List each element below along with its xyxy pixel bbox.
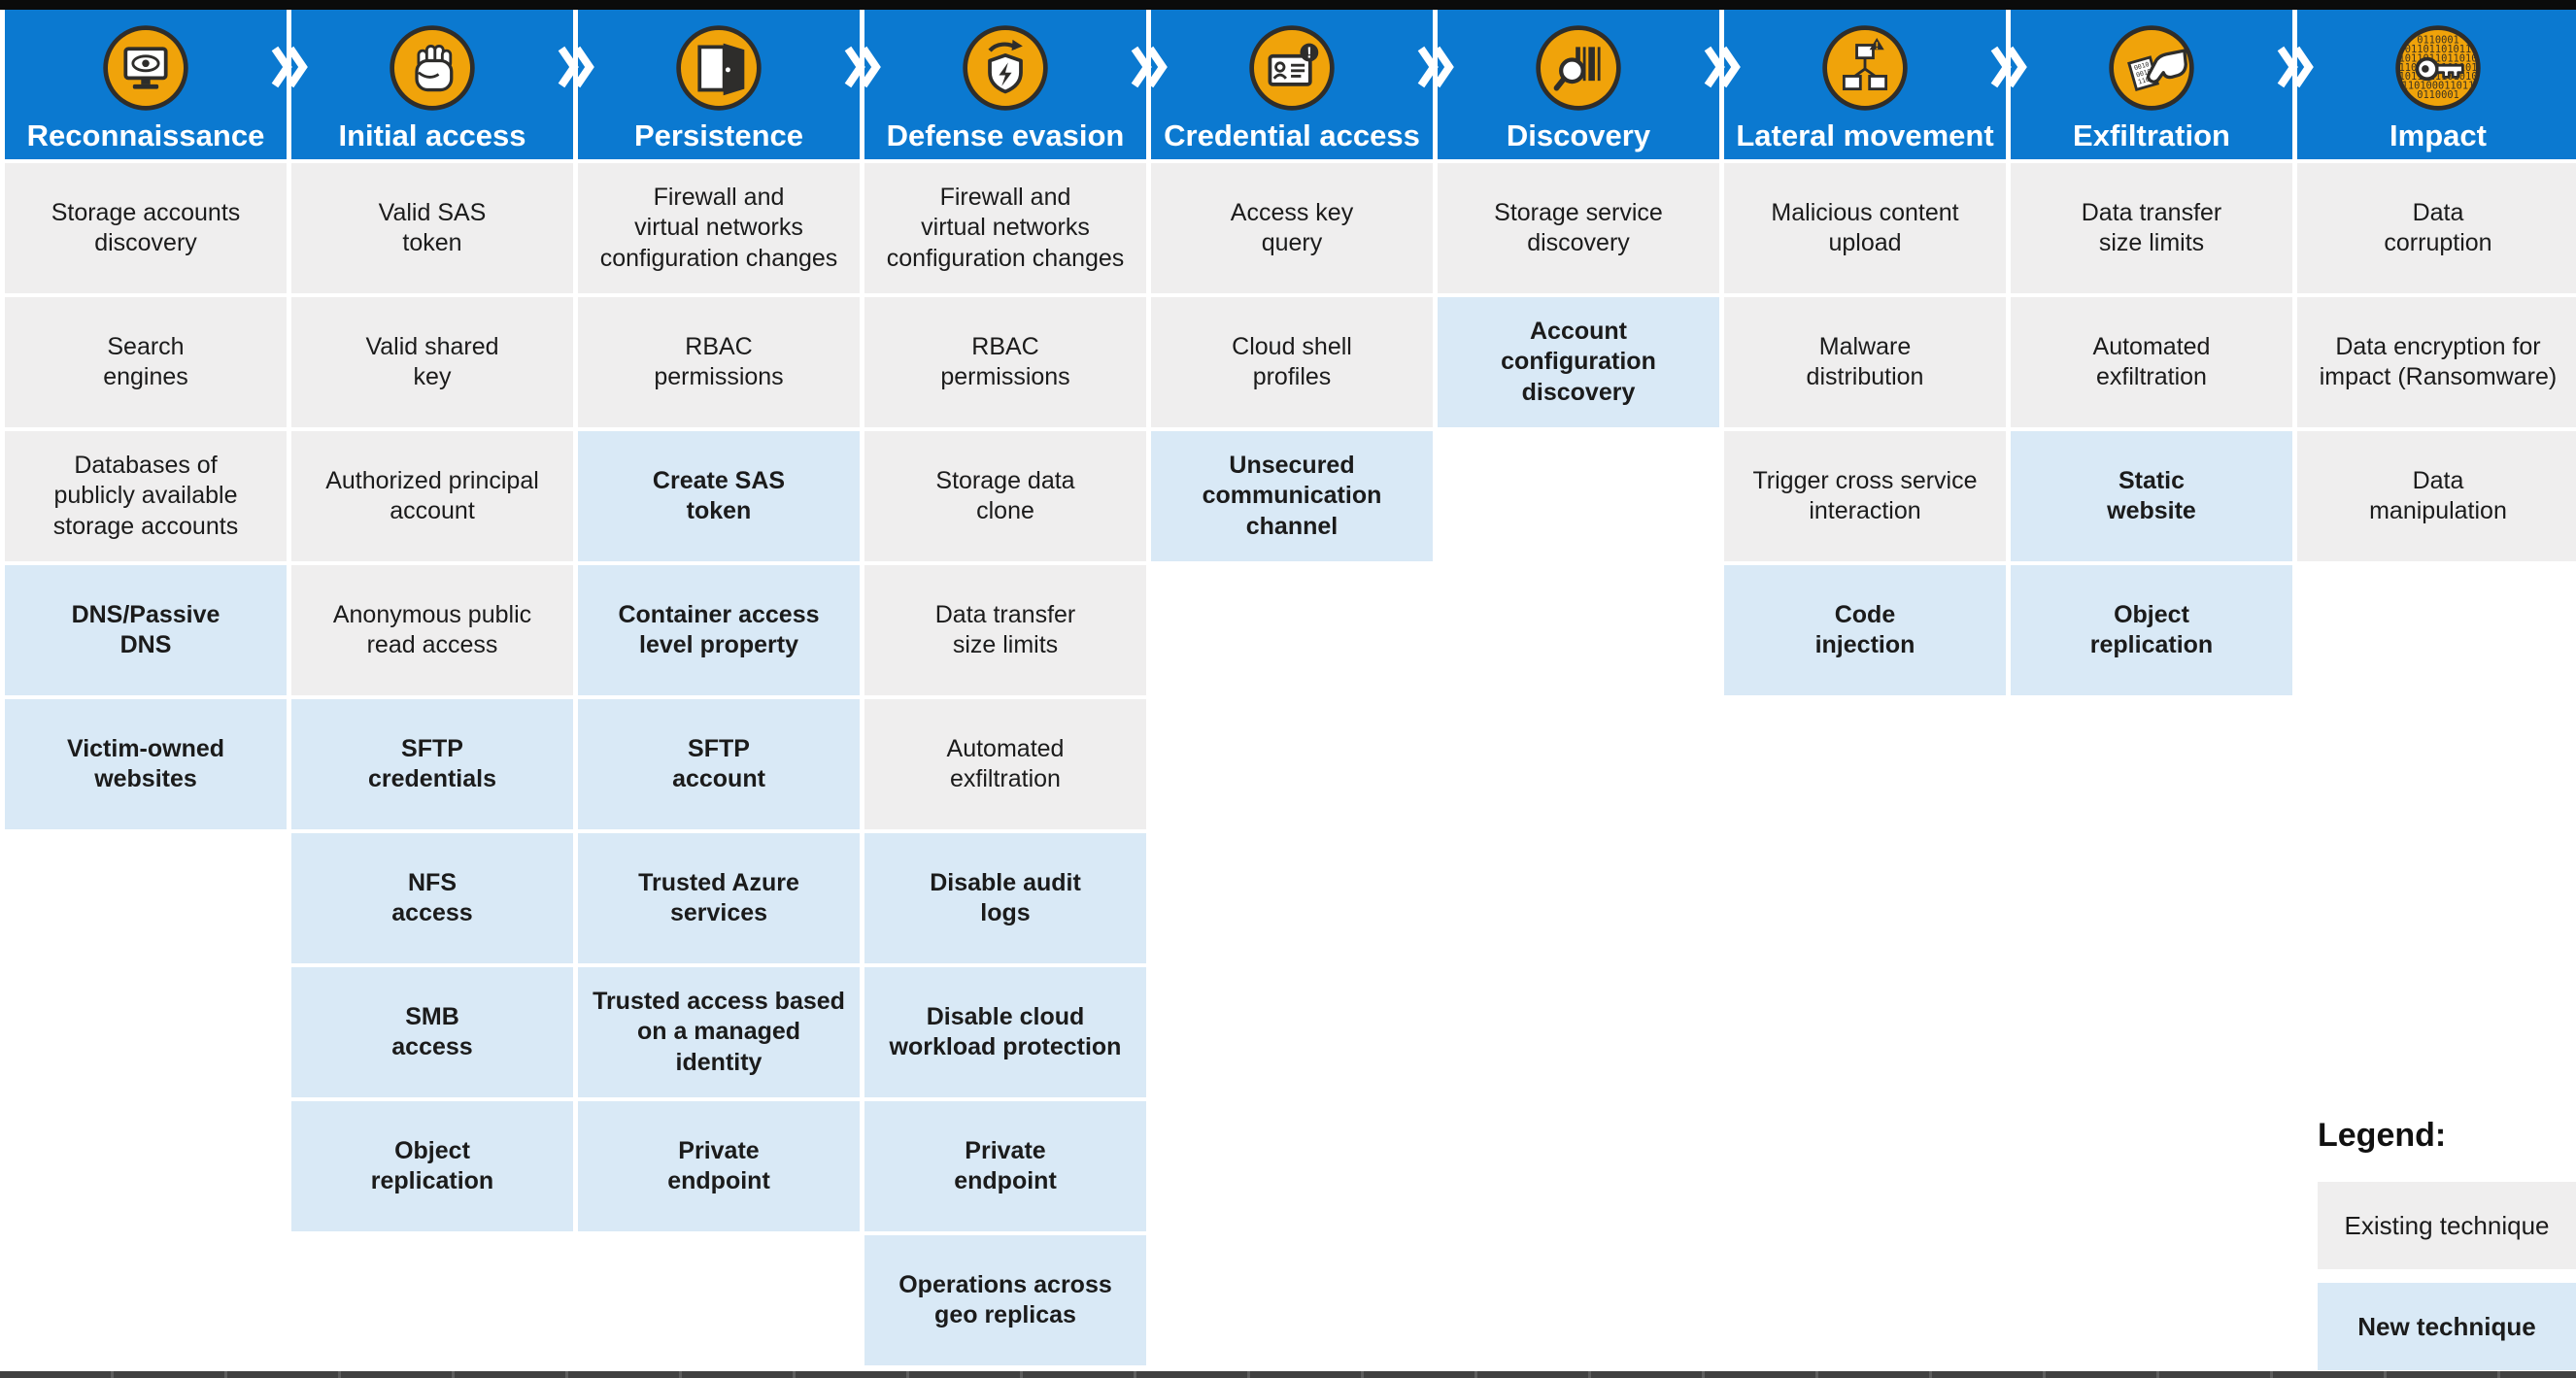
chevron-right-icon [1990, 45, 2027, 89]
tactic-label: Impact [2390, 118, 2487, 152]
technique-cell: Data transfer size limits [864, 565, 1146, 695]
technique-cell: Valid shared key [291, 297, 573, 427]
tactic-label: Persistence [633, 118, 804, 152]
technique-cell: DNS/Passive DNS [5, 565, 287, 695]
shield-refresh-icon [960, 22, 1051, 114]
technique-cell: SMB access [291, 967, 573, 1097]
door-icon [673, 22, 764, 114]
tactic-header-credential-access: ! Credential access [1151, 10, 1433, 159]
bottom-edge-bar [0, 1371, 2576, 1378]
technique-cell: Private endpoint [864, 1101, 1146, 1231]
technique-cell: Anonymous public read access [291, 565, 573, 695]
technique-cell: Authorized principal account [291, 431, 573, 561]
technique-cell: Valid SAS token [291, 163, 573, 293]
technique-cell: Storage data clone [864, 431, 1146, 561]
tactic-label: Credential access [1164, 118, 1420, 152]
technique-cell: Account configuration discovery [1438, 297, 1719, 427]
technique-cell: Trusted access based on a managed identi… [578, 967, 860, 1097]
technique-cell: Code injection [1724, 565, 2006, 695]
legend-existing-technique: Existing technique [2318, 1182, 2576, 1269]
technique-cell: Access key query [1151, 163, 1433, 293]
technique-cell: Static website [2011, 431, 2292, 561]
technique-cell: SFTP account [578, 699, 860, 829]
technique-cell: Malicious content upload [1724, 163, 2006, 293]
legend-new-technique: New technique [2318, 1283, 2576, 1370]
tactic-header-persistence: Persistence [578, 10, 860, 159]
technique-cell: RBAC permissions [578, 297, 860, 427]
technique-cell: Firewall and virtual networks configurat… [578, 163, 860, 293]
technique-cell: Trigger cross service interaction [1724, 431, 2006, 561]
technique-cell: Trusted Azure services [578, 833, 860, 963]
technique-cell: Data encryption for impact (Ransomware) [2297, 297, 2576, 427]
key-binary-icon: 0110001 01101101011 1011011011010 110110… [2392, 22, 2484, 114]
technique-cell: Create SAS token [578, 431, 860, 561]
technique-cell: Disable audit logs [864, 833, 1146, 963]
svg-text:0110001: 0110001 [2417, 35, 2459, 47]
technique-cell: Cloud shell profiles [1151, 297, 1433, 427]
technique-cell: Storage accounts discovery [5, 163, 287, 293]
tactic-header-defense-evasion: Defense evasion [864, 10, 1146, 159]
technique-cell: Container access level property [578, 565, 860, 695]
technique-cell: Unsecured communication channel [1151, 431, 1433, 561]
svg-text:01101101011: 01101101011 [2405, 44, 2471, 55]
technique-cell: Private endpoint [578, 1101, 860, 1231]
tactic-header-reconnaissance: Reconnaissance [5, 10, 287, 159]
chevron-right-icon [1704, 45, 1741, 89]
technique-cell: Automated exfiltration [864, 699, 1146, 829]
technique-cell: Data manipulation [2297, 431, 2576, 561]
id-card-alert-icon: ! [1246, 22, 1338, 114]
chevron-right-icon [1417, 45, 1454, 89]
tactic-label: Reconnaissance [26, 118, 265, 152]
technique-cell: Malware distribution [1724, 297, 2006, 427]
tactic-label: Defense evasion [886, 118, 1125, 152]
top-letterbox-bar [0, 0, 2576, 10]
chevron-right-icon [558, 45, 594, 89]
technique-cell: Operations across geo replicas [864, 1235, 1146, 1365]
barcode-magnifier-icon [1533, 22, 1624, 114]
technique-cell: SFTP credentials [291, 699, 573, 829]
technique-cell: Object replication [291, 1101, 573, 1231]
chevron-right-icon [2277, 45, 2314, 89]
tactic-header-lateral-movement: Lateral movement [1724, 10, 2006, 159]
technique-cell: NFS access [291, 833, 573, 963]
chevron-right-icon [271, 45, 308, 89]
technique-cell: Databases of publicly available storage … [5, 431, 287, 561]
technique-cell: RBAC permissions [864, 297, 1146, 427]
svg-text:0110001: 0110001 [2417, 89, 2459, 101]
chevron-right-icon [1131, 45, 1168, 89]
technique-cell: Search engines [5, 297, 287, 427]
fist-icon [387, 22, 478, 114]
svg-text:!: ! [1306, 46, 1311, 62]
tactic-label: Initial access [338, 118, 526, 152]
monitor-eye-icon [100, 22, 191, 114]
technique-cell: Automated exfiltration [2011, 297, 2292, 427]
legend: Legend: Existing technique New technique [2318, 1117, 2576, 1370]
technique-cell: Disable cloud workload protection [864, 967, 1146, 1097]
technique-cell: Firewall and virtual networks configurat… [864, 163, 1146, 293]
technique-cell: Data corruption [2297, 163, 2576, 293]
tactic-header-exfiltration: 0010 0010 1101 Exfiltration [2011, 10, 2292, 159]
technique-cell: Victim-owned websites [5, 699, 287, 829]
tactic-header-initial-access: Initial access [291, 10, 573, 159]
tactic-label: Exfiltration [2073, 118, 2230, 152]
technique-cell: Storage service discovery [1438, 163, 1719, 293]
network-nodes-alert-icon [1819, 22, 1911, 114]
tactic-label: Discovery [1506, 118, 1651, 152]
tactic-label: Lateral movement [1736, 118, 1994, 152]
chevron-right-icon [844, 45, 881, 89]
technique-cell: Object replication [2011, 565, 2292, 695]
tactic-header-discovery: Discovery [1438, 10, 1719, 159]
hand-document-icon: 0010 0010 1101 [2106, 22, 2197, 114]
svg-text:110100011011: 110100011011 [2402, 81, 2475, 92]
technique-cell: Data transfer size limits [2011, 163, 2292, 293]
legend-title: Legend: [2318, 1117, 2447, 1154]
tactic-header-impact: 0110001 01101101011 1011011011010 110110… [2297, 10, 2576, 159]
